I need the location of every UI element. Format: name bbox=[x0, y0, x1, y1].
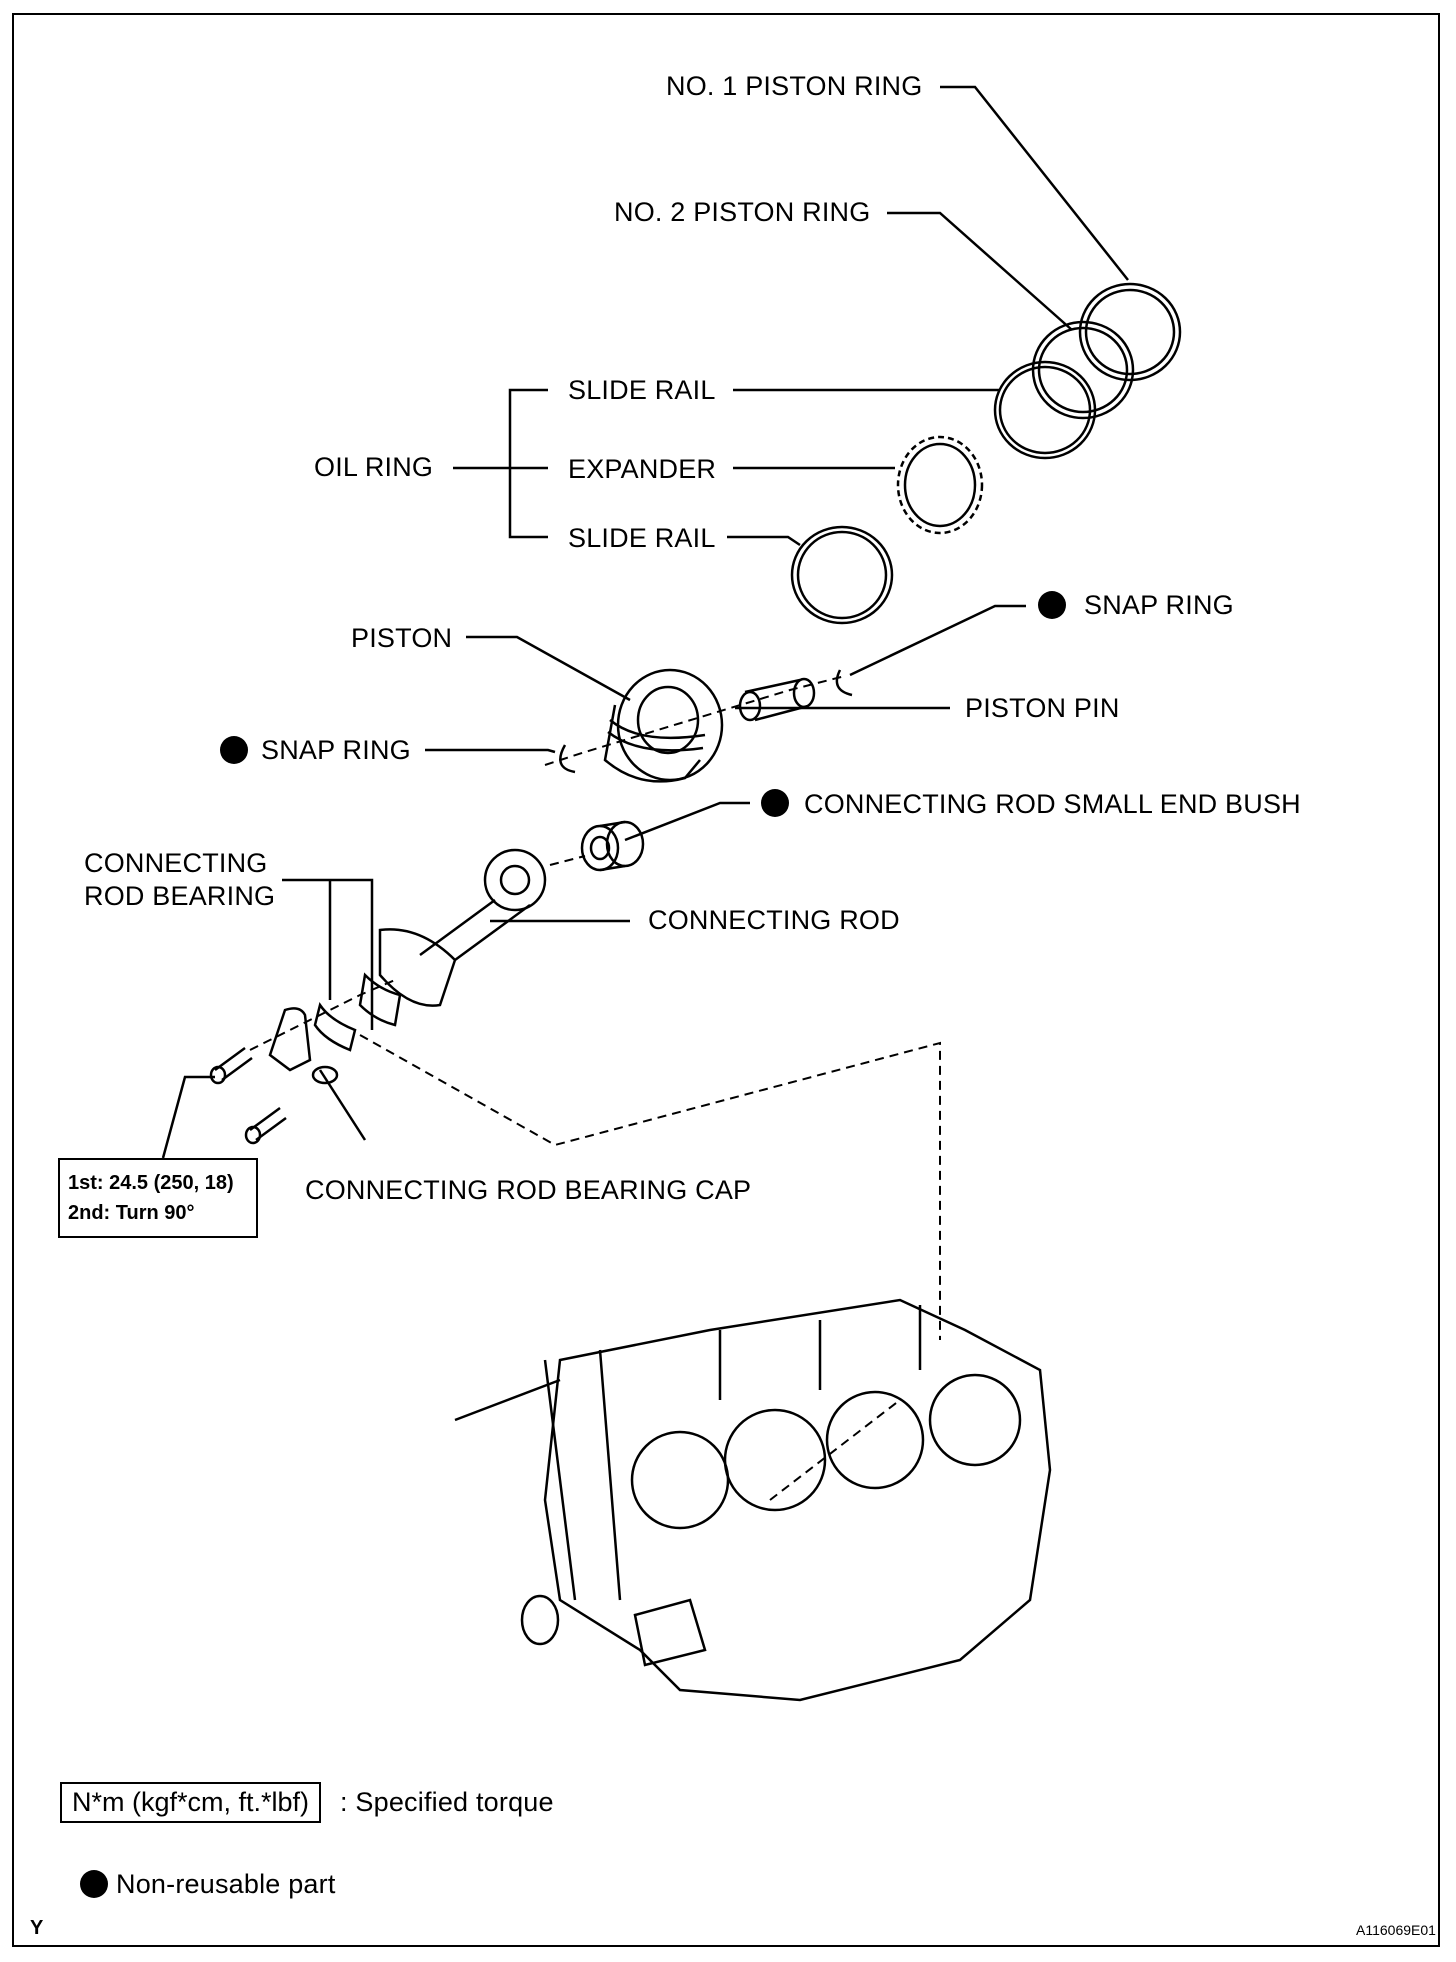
leader-no2-ring bbox=[887, 211, 1073, 331]
nonreusable-marker-snap-ring-left bbox=[220, 736, 248, 764]
leader-piston bbox=[466, 635, 631, 702]
label-slide-rail-top: SLIDE RAIL bbox=[568, 375, 716, 405]
label-expander: EXPANDER bbox=[568, 454, 717, 484]
torque-spec-box: 1st: 24.5 (250, 18) 2nd: Turn 90° bbox=[58, 1158, 258, 1238]
legend-nonreusable-text: Non-reusable part bbox=[116, 1869, 336, 1899]
leader-slide-rail-bottom bbox=[727, 535, 801, 547]
label-rod-bearing-line1: CONNECTING bbox=[84, 848, 268, 878]
leader-torque-bolt bbox=[161, 1075, 215, 1159]
leader-snap-ring-right bbox=[849, 604, 1026, 677]
torque-spec-line2: 2nd: Turn 90° bbox=[68, 1202, 195, 1224]
nonreusable-marker-snap-ring-right bbox=[1038, 591, 1066, 619]
label-connecting-rod: CONNECTING ROD bbox=[648, 905, 900, 935]
label-small-end-bush: CONNECTING ROD SMALL END BUSH bbox=[804, 789, 1301, 819]
footer-figure-id: A116069E01 bbox=[1356, 1922, 1436, 1938]
leader-bearing-cap bbox=[318, 1069, 367, 1141]
nonreusable-marker-small-end-bush bbox=[761, 789, 789, 817]
label-oil-ring: OIL RING bbox=[314, 452, 434, 482]
label-no2-piston-ring: NO. 2 PISTON RING bbox=[614, 197, 871, 227]
leader-small-end-bush bbox=[624, 801, 750, 842]
legend-torque-unit-box: N*m (kgf*cm, ft.*lbf) bbox=[60, 1782, 322, 1823]
label-piston-pin: PISTON PIN bbox=[965, 693, 1120, 723]
footer-left-code: Y bbox=[30, 1917, 44, 1939]
label-piston: PISTON bbox=[351, 623, 453, 653]
label-rod-bearing-line2: ROD BEARING bbox=[84, 881, 276, 911]
leader-rod-bearing bbox=[282, 878, 374, 1030]
label-slide-rail-bottom: SLIDE RAIL bbox=[568, 523, 716, 553]
label-no1-piston-ring: NO. 1 PISTON RING bbox=[666, 71, 923, 101]
torque-spec-line1: 1st: 24.5 (250, 18) bbox=[68, 1172, 234, 1194]
leader-no1-ring bbox=[940, 85, 1129, 281]
label-bearing-cap: CONNECTING ROD BEARING CAP bbox=[305, 1175, 752, 1205]
label-snap-ring-left: SNAP RING bbox=[261, 735, 411, 765]
legend-torque-desc: : Specified torque bbox=[340, 1787, 554, 1817]
oil-ring-bracket bbox=[453, 388, 548, 539]
leader-snap-ring-left bbox=[425, 748, 556, 754]
label-snap-ring-right: SNAP RING bbox=[1084, 590, 1234, 620]
diagram-frame bbox=[12, 13, 1440, 1947]
legend-nonreusable-marker bbox=[80, 1870, 108, 1898]
